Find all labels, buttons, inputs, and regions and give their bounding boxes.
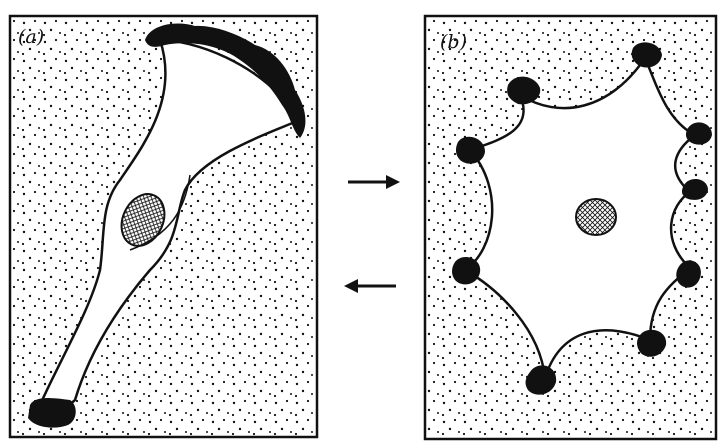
panel-a-label: (a) (18, 26, 44, 48)
arrow-right (348, 175, 400, 189)
tail-attachment-a (28, 398, 76, 428)
nucleus-b (576, 199, 616, 235)
panel-b (425, 16, 716, 439)
panel-a (10, 16, 317, 437)
panel-b-label: (b) (440, 31, 467, 53)
arrow-left (344, 279, 396, 293)
